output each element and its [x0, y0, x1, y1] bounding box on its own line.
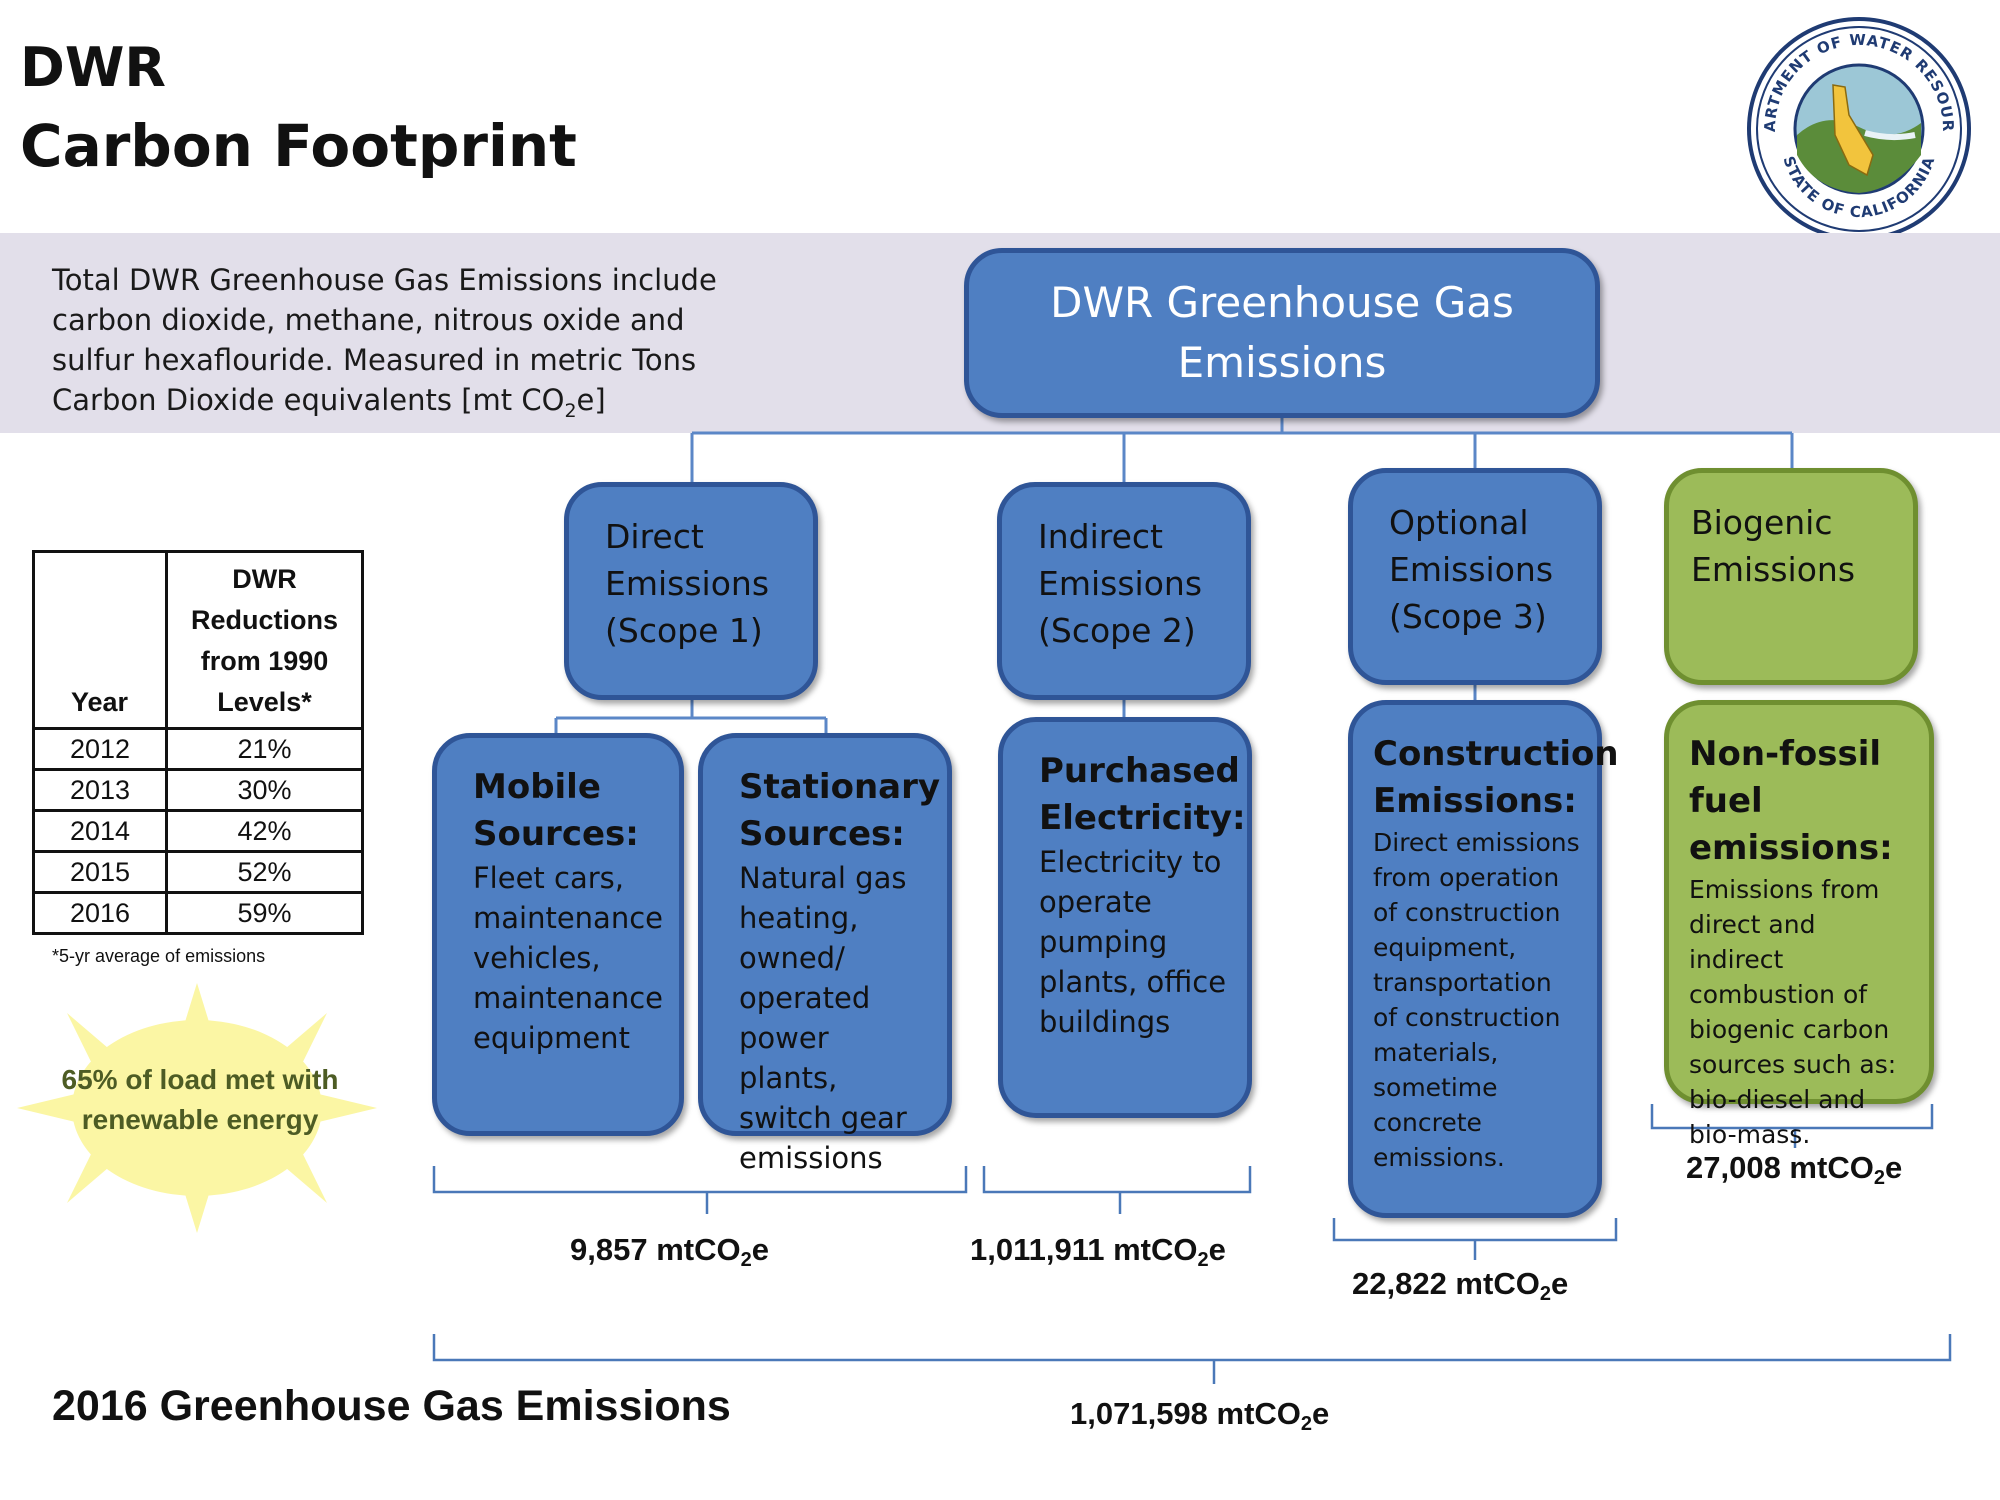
table-footnote: *5-yr average of emissions — [52, 946, 266, 966]
mobile-sources-heading: Mobile Sources: — [473, 767, 639, 854]
table-cell-year: 2014 — [32, 809, 168, 853]
reductions-table: Year DWR Reductions from 1990 Levels* 20… — [32, 550, 364, 935]
table-cell-value: 21% — [165, 727, 364, 771]
overall-total-sub: 2 — [1300, 1413, 1313, 1435]
overall-total-suffix: e — [1312, 1396, 1330, 1431]
scope1-total-sub: 2 — [740, 1249, 752, 1271]
biogenic-total: 27,008 mtCO2e — [1686, 1150, 1902, 1190]
scope1-direct-emissions-box: Direct Emissions (Scope 1) — [564, 482, 818, 700]
mobile-sources-body: Fleet cars, maintenance vehicles, mainte… — [473, 861, 663, 1055]
table-cell-value: 52% — [165, 850, 364, 894]
table-cell-value: 42% — [165, 809, 364, 853]
scope3-line1: Optional — [1389, 503, 1529, 542]
sun-icon — [17, 983, 377, 1233]
scope1-line1: Direct — [605, 517, 704, 556]
non-fossil-fuel-heading: Non-fossil fuel emissions: — [1689, 734, 1893, 868]
table-header-reductions-line4: Levels* — [217, 687, 312, 717]
scope2-line1: Indirect — [1038, 517, 1163, 556]
scope2-total-value: 1,011,911 mtCO — [970, 1232, 1198, 1267]
page-title-line1: DWR — [20, 36, 166, 99]
scope2-line3: (Scope 2) — [1038, 611, 1196, 650]
scope3-total-value: 22,822 mtCO — [1352, 1266, 1540, 1301]
table-header-reductions-line1: DWR — [232, 564, 297, 594]
scope3-total-suffix: e — [1550, 1266, 1569, 1301]
scope1-line2: Emissions — [605, 564, 770, 603]
table-cell-year: 2012 — [32, 727, 168, 771]
table-header-year: Year — [32, 550, 168, 730]
biogenic-line2: Emissions — [1691, 550, 1856, 589]
scope2-total: 1,011,911 mtCO2e — [970, 1232, 1226, 1272]
renewable-line1: 65% of load met with — [61, 1064, 339, 1095]
purchased-electricity-box: Purchased Electricity: Electricity to op… — [998, 717, 1252, 1118]
scope2-total-suffix: e — [1208, 1232, 1226, 1267]
page-title-line2: Carbon Footprint — [20, 112, 577, 180]
scope1-total-suffix: e — [751, 1232, 769, 1267]
stationary-sources-box: Stationary Sources: Natural gas heating,… — [698, 733, 952, 1175]
purchased-electricity-body: Electricity to operate pumping plants, o… — [1039, 845, 1227, 1039]
table-header-reductions: DWR Reductions from 1990 Levels* — [165, 550, 364, 730]
overall-total-value: 1,071,598 mtCO — [1070, 1396, 1301, 1431]
table-cell-value: 30% — [165, 768, 364, 812]
scope3-total-sub: 2 — [1539, 1283, 1551, 1305]
table-cell-year: 2016 — [32, 891, 168, 935]
scope3-line3: (Scope 3) — [1389, 597, 1547, 636]
non-fossil-fuel-box: Non-fossil fuel emissions: Emissions fro… — [1664, 700, 1934, 1149]
footer-title: 2016 Greenhouse Gas Emissions — [52, 1382, 731, 1430]
overall-total: 1,071,598 mtCO2e — [1070, 1396, 1329, 1436]
scope1-total: 9,857 mtCO2e — [570, 1232, 769, 1272]
intro-text-end: e] — [576, 383, 606, 417]
non-fossil-fuel-body: Emissions from direct and indirect combu… — [1689, 875, 1897, 1149]
purchased-electricity-heading: Purchased Electricity: — [1039, 751, 1246, 838]
renewable-energy-text: 65% of load met with renewable energy — [40, 1060, 360, 1140]
construction-emissions-box: Construction Emissions: Direct emissions… — [1348, 700, 1619, 1218]
scope2-indirect-emissions-box: Indirect Emissions (Scope 2) — [997, 482, 1251, 700]
root-box-line2: Emissions — [1177, 338, 1387, 387]
biogenic-total-value: 27,008 mtCO — [1686, 1150, 1874, 1185]
table-header-reductions-line2: Reductions — [190, 605, 338, 635]
table-header-reductions-line3: from 1990 — [200, 646, 329, 676]
table-cell-value: 59% — [165, 891, 364, 935]
scope3-optional-emissions-box: Optional Emissions (Scope 3) — [1348, 468, 1602, 685]
renewable-line2: renewable energy — [81, 1104, 319, 1135]
biogenic-total-sub: 2 — [1873, 1167, 1885, 1189]
construction-emissions-body: Direct emissions from operation of const… — [1373, 828, 1580, 1172]
mobile-sources-box: Mobile Sources: Fleet cars, maintenance … — [432, 733, 684, 1136]
scope3-total: 22,822 mtCO2e — [1352, 1266, 1568, 1306]
stationary-sources-heading: Stationary Sources: — [739, 767, 941, 854]
construction-emissions-heading: Construction Emissions: — [1373, 734, 1619, 821]
scope2-line2: Emissions — [1038, 564, 1203, 603]
root-box-line1: DWR Greenhouse Gas — [1050, 278, 1514, 327]
biogenic-line1: Biogenic — [1691, 503, 1833, 542]
intro-text-main: Total DWR Greenhouse Gas Emissions inclu… — [52, 263, 717, 417]
biogenic-total-suffix: e — [1884, 1150, 1903, 1185]
scope3-line2: Emissions — [1389, 550, 1554, 589]
scope1-line3: (Scope 1) — [605, 611, 763, 650]
scope1-total-value: 9,857 mtCO — [570, 1232, 741, 1267]
dwr-seal-logo: DEPARTMENT OF WATER RESOURCES STATE OF C… — [1745, 15, 1971, 241]
biogenic-emissions-box: Biogenic Emissions — [1664, 468, 1918, 685]
table-cell-year: 2015 — [32, 850, 168, 894]
intro-text: Total DWR Greenhouse Gas Emissions inclu… — [52, 260, 752, 431]
scope2-total-sub: 2 — [1197, 1249, 1209, 1271]
stationary-sources-body: Natural gas heating, owned/ operated pow… — [739, 861, 907, 1175]
table-cell-year: 2013 — [32, 768, 168, 812]
intro-text-subscript: 2 — [564, 399, 577, 422]
